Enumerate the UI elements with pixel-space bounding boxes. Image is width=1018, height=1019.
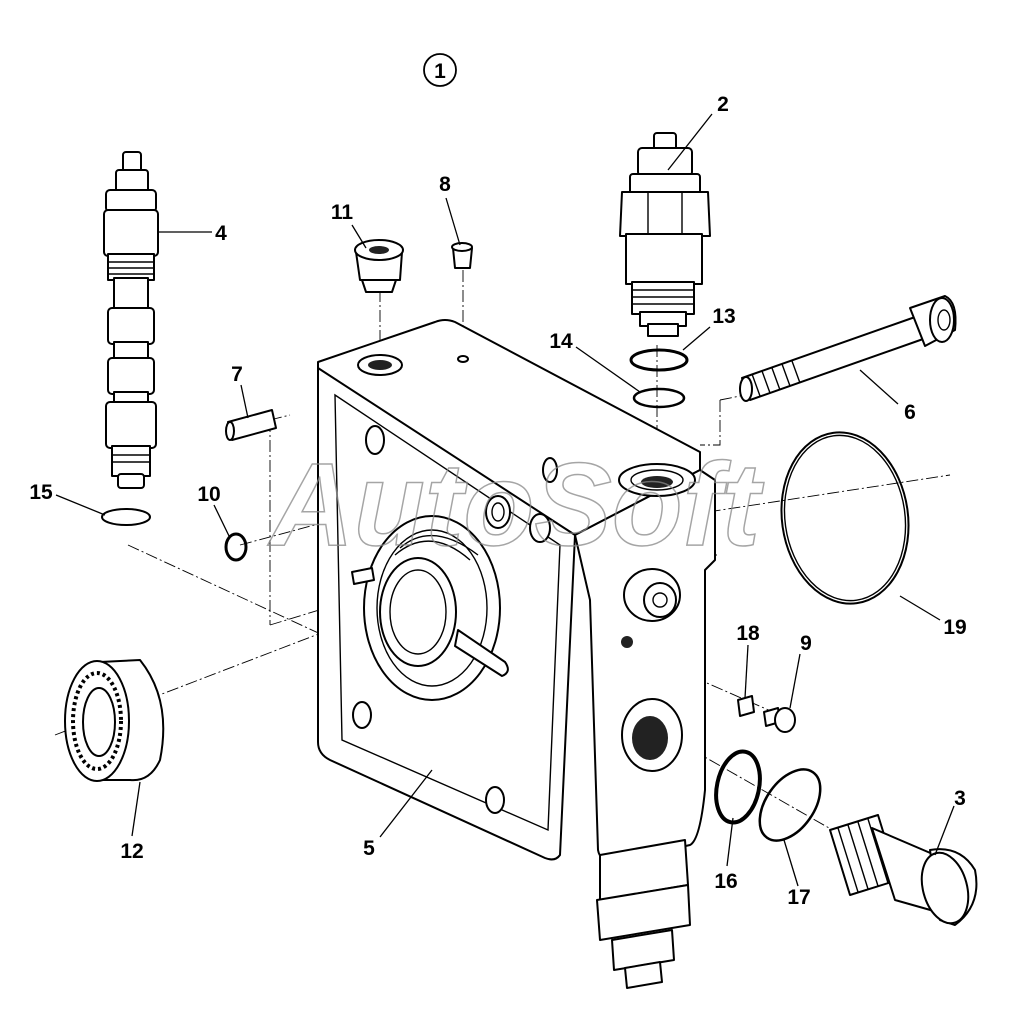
part-label-14: 14 [549, 330, 573, 353]
part-label-13: 13 [712, 305, 735, 328]
o-ring-part-15 [101, 508, 151, 526]
plug-part-11 [354, 239, 404, 293]
fitting-part-18 [737, 695, 755, 717]
part-label-12: 12 [120, 840, 143, 863]
o-ring-part-14 [632, 387, 686, 409]
check-valve-part-3 [829, 814, 978, 926]
part-label-15: 15 [29, 481, 53, 504]
watermark-text: AutoSoft [267, 439, 765, 571]
group-number-badge: 1 [423, 53, 457, 87]
part-label-2: 2 [717, 93, 729, 116]
bearing-part-12 [64, 659, 165, 782]
part-label-6: 6 [904, 401, 916, 424]
bolt-part-6 [739, 295, 957, 402]
part-label-4: 4 [215, 222, 227, 245]
backup-ring-part-16 [714, 749, 762, 825]
part-label-16: 16 [714, 870, 737, 893]
o-ring-part-19 [780, 431, 910, 605]
backup-ring-part-13 [629, 348, 689, 372]
plug-part-8 [451, 242, 473, 269]
part-labels: 2 3 4 5 6 7 8 9 10 11 12 13 14 15 16 17 … [29, 93, 966, 909]
group-number-text: 1 [434, 60, 446, 83]
housing-part-5 [317, 319, 716, 989]
cartridge-valve-part-4 [103, 151, 159, 489]
part-label-8: 8 [439, 173, 451, 196]
part-label-11: 11 [331, 201, 354, 224]
part-label-10: 10 [197, 483, 220, 506]
dowel-pin-part-7 [225, 409, 277, 441]
o-ring-part-10 [224, 532, 248, 562]
part-label-17: 17 [787, 886, 810, 909]
screw-plug-part-9 [763, 707, 796, 733]
leader-lines [55, 113, 955, 887]
part-label-9: 9 [800, 632, 812, 655]
o-ring-part-17 [758, 768, 822, 842]
relief-valve-part-2 [619, 132, 711, 337]
part-label-19: 19 [943, 616, 966, 639]
part-label-18: 18 [736, 622, 760, 645]
part-label-5: 5 [363, 837, 375, 860]
part-label-7: 7 [231, 363, 243, 386]
part-label-3: 3 [954, 787, 966, 810]
